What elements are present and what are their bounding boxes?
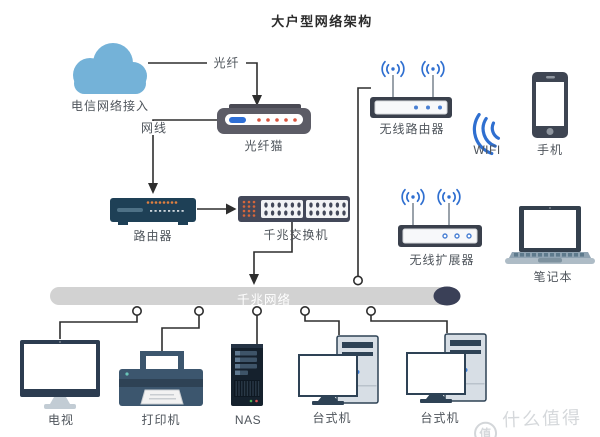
switch-label: 千兆交换机 (263, 228, 329, 242)
desktop1-label: 台式机 (312, 411, 352, 425)
modem-label: 光纤猫 (244, 139, 284, 153)
printer-label: 打印机 (141, 413, 181, 427)
cloud-icon (73, 43, 147, 94)
wifi-label: WIFI (473, 143, 501, 157)
laptop-label: 笔记本 (533, 270, 573, 284)
phone-icon (532, 72, 568, 138)
fiber-modem-icon (217, 104, 311, 134)
diagram-title: 大户型网络架构 (271, 14, 373, 29)
tv-icon (20, 340, 100, 409)
gigabit-bus-bar (50, 286, 461, 306)
bus-label: 千兆网络 (236, 293, 291, 307)
watermark-badge: 值 (473, 420, 497, 437)
switch-bus-line (249, 222, 293, 285)
router-icon (110, 198, 196, 225)
cloud-label: 电信网络接入 (70, 99, 149, 113)
ethernet-line (148, 119, 217, 194)
desktop2-icon (406, 333, 487, 404)
printer-line (161, 305, 205, 351)
wireless-router-label: 无线路由器 (379, 122, 445, 136)
wifi-icon (472, 112, 500, 156)
ethernet-edge-label: 网线 (134, 121, 174, 135)
desktop2-line (365, 305, 448, 333)
nas-line (252, 305, 263, 344)
bus-end-cap (433, 286, 461, 306)
desktop1-icon (298, 335, 379, 406)
extender-label: 无线扩展器 (409, 253, 475, 267)
tv-label: 电视 (47, 413, 74, 427)
nas-icon (231, 344, 263, 406)
router-label: 路由器 (133, 229, 173, 243)
fiber-line (148, 62, 262, 106)
wireless-extender-icon (398, 188, 482, 247)
watermark: 值 什么值得买 (473, 403, 600, 437)
laptop-icon (505, 206, 595, 264)
tv-line (59, 305, 143, 339)
switch-icon (238, 196, 350, 222)
wireless-router-drop-line (352, 87, 371, 286)
router-switch-line (197, 203, 237, 215)
watermark-text: 什么值得买 (501, 407, 583, 437)
desktop2-label: 台式机 (420, 411, 460, 425)
wireless-router-icon (370, 60, 452, 118)
phone-label: 手机 (536, 143, 563, 157)
fiber-edge-label: 光纤 (207, 56, 246, 70)
nas-label: NAS (234, 413, 262, 427)
printer-icon (119, 351, 203, 406)
desktop1-line (299, 305, 340, 335)
